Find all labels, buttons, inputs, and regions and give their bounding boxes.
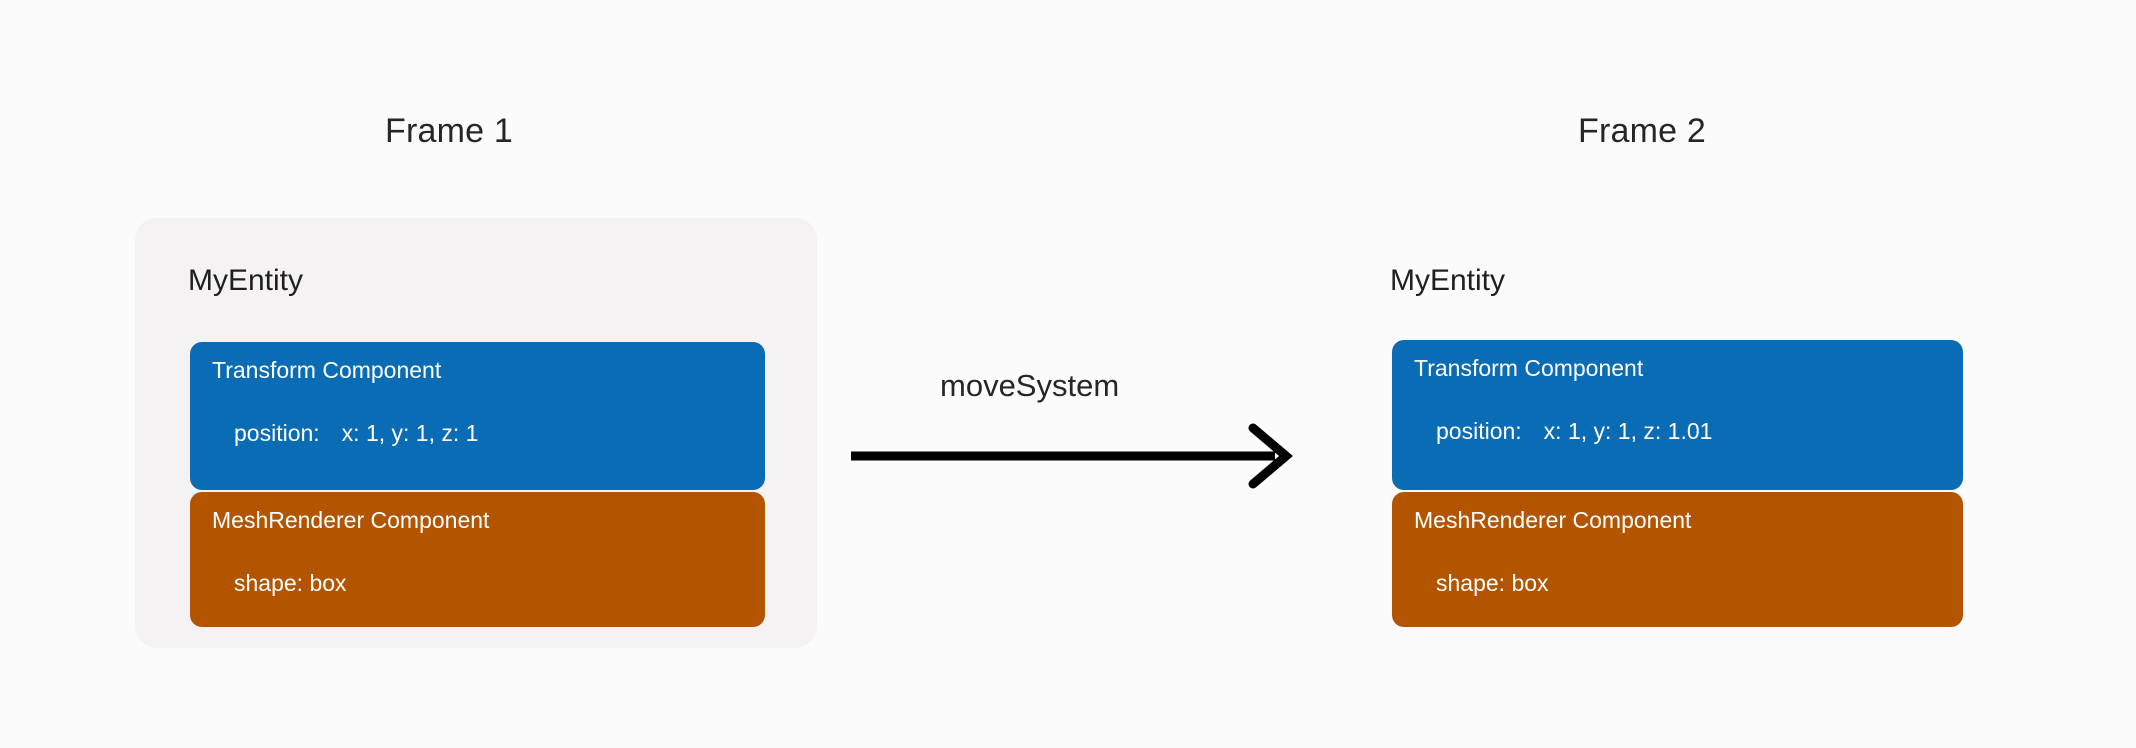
right-arrow-icon: [851, 423, 1293, 489]
frame-2-meshrenderer-component-title: MeshRenderer Component: [1414, 507, 1692, 533]
frame-1-transform-position-value: x: 1, y: 1, z: 1: [341, 420, 479, 446]
frame-2-meshrenderer-shape-row: shape: box: [1436, 570, 1549, 597]
frame-2-transform-position-key: position:: [1436, 418, 1522, 444]
transition-system-label: moveSystem: [940, 368, 1120, 403]
frame-1-meshrenderer-component-title: MeshRenderer Component: [212, 507, 490, 533]
frame-1-transform-component-position-row: position: x: 1, y: 1, z: 1: [234, 420, 478, 447]
frame-1-entity-name: MyEntity: [188, 264, 304, 297]
frame-1-meshrenderer-shape-row: shape: box: [234, 570, 347, 597]
frame-2-transform-component-card: Transform Component position: x: 1, y: 1…: [1392, 340, 1963, 490]
frame-1-transform-component-title: Transform Component: [212, 357, 442, 383]
frame-2-caption: Frame 2: [1578, 112, 1706, 150]
frame-2-transform-position-value: x: 1, y: 1, z: 1.01: [1543, 418, 1713, 444]
frame-1-transform-position-key: position:: [234, 420, 320, 446]
frame-2-meshrenderer-component-card: MeshRenderer Component shape: box: [1392, 492, 1963, 627]
frame-1-caption: Frame 1: [385, 112, 513, 150]
frame-1-transform-component-card: Transform Component position: x: 1, y: 1…: [190, 342, 765, 490]
frame-2-meshrenderer-shape-key: shape: box: [1436, 570, 1549, 596]
frame-1-meshrenderer-component-card: MeshRenderer Component shape: box: [190, 492, 765, 627]
frame-2-entity-name: MyEntity: [1390, 264, 1506, 297]
frame-1-meshrenderer-shape-key: shape: box: [234, 570, 347, 596]
frame-2-transform-component-position-row: position: x: 1, y: 1, z: 1.01: [1436, 418, 1712, 445]
frame-2-transform-component-title: Transform Component: [1414, 355, 1644, 381]
